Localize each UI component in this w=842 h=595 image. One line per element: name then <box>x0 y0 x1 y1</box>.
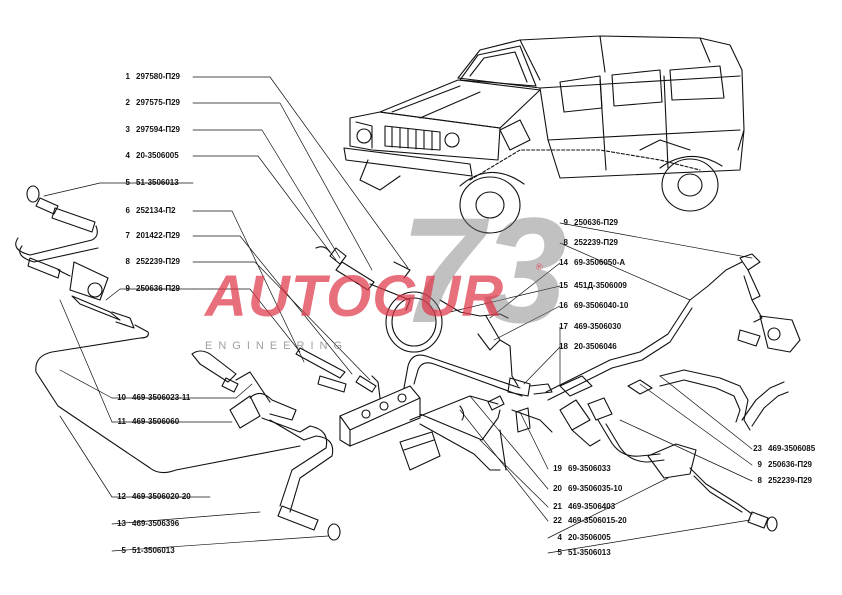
leader-lines <box>43 76 753 554</box>
central-distributor-block <box>191 246 553 541</box>
left-front-hose-assembly <box>15 185 301 474</box>
watermark-brand: AUTOGUR <box>205 264 505 329</box>
rear-hose-assembly <box>511 253 801 532</box>
watermark-registered-mark: ® <box>536 262 543 272</box>
watermark-subtitle: ENGINEERING <box>205 340 349 352</box>
watermark-number: 73 <box>400 186 567 354</box>
vehicle-illustration <box>343 35 745 234</box>
